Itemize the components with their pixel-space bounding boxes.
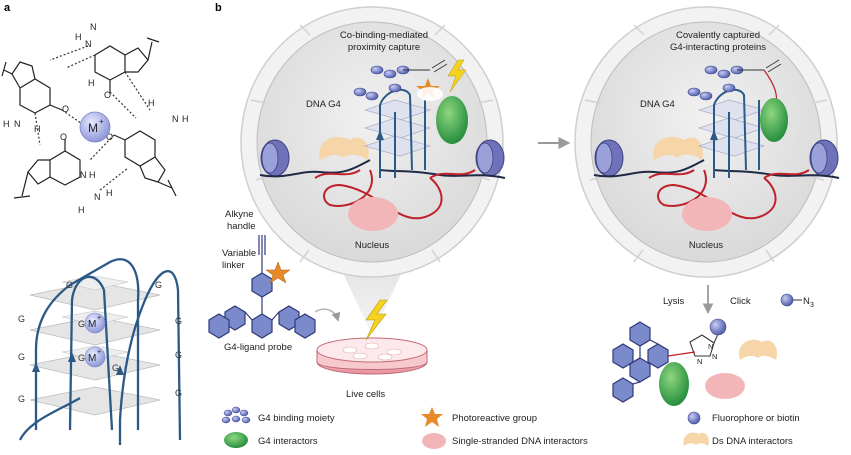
legend-photoreactive-icon — [421, 407, 443, 427]
legend-g4-binding-label: G4 binding moiety — [258, 413, 335, 424]
guanine-label: G — [66, 280, 73, 290]
atom-label: H — [182, 114, 189, 124]
chromatin-cell-1 — [259, 59, 506, 231]
guanine-label: G — [78, 353, 85, 363]
atom-label: N — [172, 114, 179, 124]
nucleus2-title-line1: Covalently captured — [676, 30, 760, 41]
guanine-label: G — [175, 316, 182, 326]
legend-dsdna-label: Ds DNA interactors — [712, 436, 793, 447]
guanine-label: G — [18, 352, 25, 362]
atom-label: H — [3, 119, 10, 129]
legend: G4 binding moiety G4 interactors Photore… — [221, 406, 800, 449]
live-cells-label: Live cells — [346, 389, 385, 400]
atom-label: H — [78, 205, 85, 215]
variable-linker-line2: linker — [222, 260, 245, 271]
atom-label: H — [75, 32, 82, 42]
legend-g4-binding-icon — [221, 406, 251, 424]
legend-g4-interactors-label: G4 interactors — [258, 436, 318, 447]
atom-label: H — [106, 188, 113, 198]
guanine-label: G — [155, 280, 162, 290]
atom-label: N — [85, 39, 92, 49]
atom-label: H — [148, 98, 155, 108]
azide-ball-icon — [780, 293, 794, 307]
dna-g4-label-2: DNA G4 — [640, 99, 675, 110]
metal-ion-quartet: M + — [79, 111, 111, 143]
metal-ion-charge: + — [97, 349, 101, 356]
azide-subscript: 3 — [810, 302, 814, 309]
atom-label: N — [90, 22, 97, 32]
nucleus2-title-line2: G4-interacting proteins — [670, 42, 766, 53]
click-label: Click — [730, 296, 751, 307]
variable-linker-line1: Variable — [222, 248, 256, 259]
atom-label: O — [106, 132, 113, 142]
legend-g4-interactor-icon — [224, 432, 248, 448]
guanine-label: G — [18, 394, 25, 404]
g-quartet-atoms: N H N O H O H N H H N H O O N H N H H — [3, 22, 189, 215]
legend-photoreactive-label: Photoreactive group — [452, 413, 537, 424]
chromatin-cell-2 — [593, 59, 840, 231]
atom-label: H — [88, 78, 95, 88]
atom-label: O — [104, 90, 111, 100]
lysis-label: Lysis — [663, 296, 685, 307]
atom-label: O — [60, 132, 67, 142]
legend-fluorophore-icon — [687, 411, 701, 425]
guanine-label: G — [18, 314, 25, 324]
petri-dish — [316, 337, 428, 375]
atom-label: O — [62, 104, 69, 114]
metal-ion-label: M — [88, 319, 96, 330]
guanine-label: G — [78, 319, 85, 329]
metal-ion-label: M — [88, 353, 96, 364]
g-quadruplex-stack: M + M + G G G G G G G G G G G — [18, 258, 182, 445]
nucleus1-title-line2: proximity capture — [348, 42, 420, 53]
guanine-label: G — [112, 363, 119, 373]
legend-ssdna-label: Single-stranded DNA interactors — [452, 436, 588, 447]
triazole-n3: N — [697, 357, 702, 366]
triazole-n2: N — [712, 352, 717, 361]
atom-label: N — [14, 119, 21, 129]
legend-dsdna-icon — [683, 432, 709, 446]
azide-label: N — [803, 296, 810, 307]
guanine-label: G — [175, 350, 182, 360]
atom-label: H — [34, 124, 41, 134]
guanine-label: G — [175, 388, 182, 398]
alkyne-label-line2: handle — [227, 221, 256, 232]
legend-ssdna-icon — [422, 433, 446, 449]
nucleus2-label: Nucleus — [689, 240, 724, 251]
atom-label: N — [94, 192, 101, 202]
panel-a-label: a — [4, 2, 11, 14]
metal-ion-charge: + — [99, 117, 104, 126]
atom-label: N — [80, 170, 87, 180]
probe-label: G4-ligand probe — [224, 342, 292, 353]
light-bolt-icon — [365, 299, 388, 341]
dna-g4-label-1: DNA G4 — [306, 99, 341, 110]
triazole-n1: N — [708, 342, 713, 351]
metal-ion-label: M — [88, 121, 98, 135]
panel-b-label: b — [215, 2, 222, 14]
g4-ligand-probe — [208, 235, 341, 339]
nucleus1-title-line1: Co-binding-mediated — [340, 30, 428, 41]
metal-ion-charge: + — [97, 315, 101, 322]
atom-label: H — [89, 170, 96, 180]
alkyne-label-line1: Alkyne — [225, 209, 254, 220]
legend-fluorophore-label: Fluorophore or biotin — [712, 413, 800, 424]
g-quartet-structure — [1, 37, 177, 199]
nucleus1-label: Nucleus — [355, 240, 390, 251]
click-product: N N N — [612, 318, 778, 406]
